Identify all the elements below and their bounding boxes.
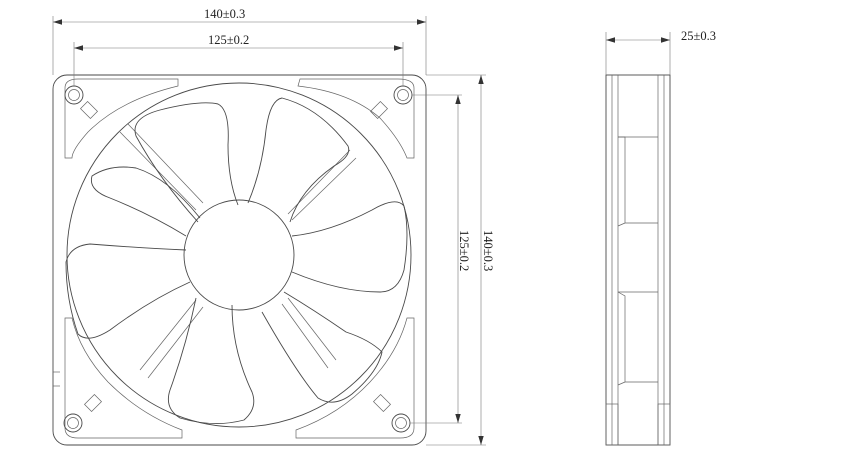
- mounting-hole-bottom-right: [391, 413, 411, 433]
- dim-thickness-label: 25±0.3: [681, 29, 716, 43]
- dim-right-hole-label: 125±0.2: [457, 230, 471, 271]
- fan-hub: [183, 199, 295, 311]
- side-view-dimensions: 25±0.3: [605, 29, 716, 75]
- dim-top-hole-label: 125±0.2: [208, 33, 249, 47]
- side-frame-outline: [605, 74, 671, 446]
- fan-shroud-circle: [66, 82, 412, 428]
- side-view: [605, 74, 671, 446]
- front-view-dimensions: 140±0.3 125±0.2 125±0.2 140±0.3: [52, 7, 495, 446]
- mounting-hole-top-right: [393, 85, 413, 105]
- impeller-blades: [65, 97, 408, 425]
- fan-frame-inner-outline: [64, 78, 179, 159]
- mounting-hole-top-left: [64, 85, 84, 105]
- fan-frame-outline: [52, 74, 427, 446]
- front-view: [52, 74, 427, 446]
- dim-top-overall-label: 140±0.3: [204, 7, 245, 21]
- stator-struts: [119, 123, 357, 379]
- mounting-hole-bottom-left: [63, 413, 83, 433]
- dim-right-overall-label: 140±0.3: [481, 230, 495, 271]
